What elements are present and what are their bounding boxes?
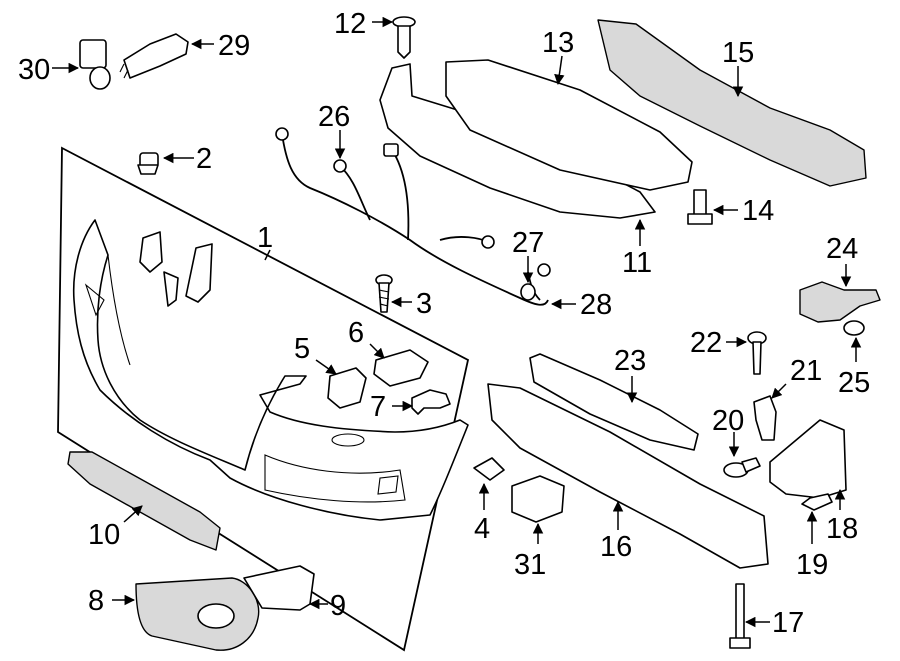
callout-21: 21	[790, 355, 822, 387]
callout-12: 12	[334, 8, 366, 40]
leader-6	[369, 343, 385, 359]
leader-1	[264, 249, 271, 261]
connector-icon	[383, 143, 399, 157]
callout-17: 17	[772, 607, 804, 639]
callout-16: 16	[600, 531, 632, 563]
callout-27: 27	[512, 227, 544, 259]
bracket-part-7	[411, 389, 451, 415]
leader-5	[315, 359, 337, 375]
callout-30: 30	[18, 54, 50, 86]
callout-11: 11	[622, 247, 652, 279]
connector-icon	[333, 159, 347, 173]
callout-7: 7	[370, 391, 386, 423]
strip-part-10	[67, 451, 221, 551]
callout-22: 22	[690, 327, 722, 359]
callout-3: 3	[416, 288, 432, 320]
wiring-harness	[275, 127, 551, 306]
callout-13: 13	[542, 27, 574, 59]
bracket-part-6	[373, 349, 429, 387]
callout-29: 29	[218, 30, 250, 62]
callout-31: 31	[514, 549, 546, 581]
grille-part-8	[135, 577, 260, 651]
bolt-part-19	[801, 493, 833, 511]
leader-21	[771, 383, 787, 399]
clip-part-4	[473, 457, 505, 481]
screw-part-3	[375, 274, 393, 313]
undertray-part-13	[445, 59, 693, 191]
bracket-part-24	[799, 281, 881, 323]
callout-4: 4	[474, 513, 490, 545]
bolt-part-22	[747, 331, 767, 375]
connector-icon	[275, 127, 289, 141]
nut-part-25	[843, 320, 865, 336]
sensor-bracket-part-30	[79, 39, 111, 90]
callout-5: 5	[294, 333, 310, 365]
absorber-part-15	[597, 19, 867, 187]
leader-10	[123, 505, 143, 523]
leader-13	[554, 55, 565, 86]
module-part-31	[511, 475, 565, 523]
bolt-part-14	[687, 189, 713, 225]
callout-15: 15	[722, 37, 754, 69]
callout-23: 23	[614, 345, 646, 377]
grommet-icon	[520, 283, 536, 301]
rail-part-23	[529, 353, 699, 451]
bumper-cover-part	[72, 219, 469, 521]
bracket-part-5	[327, 367, 367, 409]
callout-14: 14	[742, 195, 774, 227]
callout-20: 20	[712, 405, 744, 437]
connector-icon	[481, 235, 495, 249]
pin-part-12	[392, 16, 416, 59]
bracket-part-18	[769, 419, 847, 499]
callout-2: 2	[196, 143, 212, 175]
callout-28: 28	[580, 289, 612, 321]
callout-19: 19	[796, 549, 828, 581]
callout-25: 25	[838, 367, 870, 399]
callout-26: 26	[318, 101, 350, 133]
clip-part-2	[137, 152, 159, 175]
callout-9: 9	[330, 590, 346, 622]
bracket-part-21	[753, 395, 777, 441]
sensor-part-29	[119, 33, 189, 79]
callout-6: 6	[348, 317, 364, 349]
callout-labels: 1 2 3 4 5 6 7 8 9 10 11 12 13 14 15 16 1…	[18, 8, 870, 639]
callout-10: 10	[88, 519, 120, 551]
callout-18: 18	[826, 513, 858, 545]
bolt-part-17	[729, 583, 751, 649]
callout-24: 24	[826, 233, 858, 265]
reinforcement-part-16	[487, 383, 769, 569]
leader-lines	[52, 16, 862, 628]
bolt-part-20	[723, 457, 761, 478]
connector-icon	[537, 263, 551, 277]
callout-1: 1	[257, 222, 273, 254]
callout-8: 8	[88, 585, 104, 617]
